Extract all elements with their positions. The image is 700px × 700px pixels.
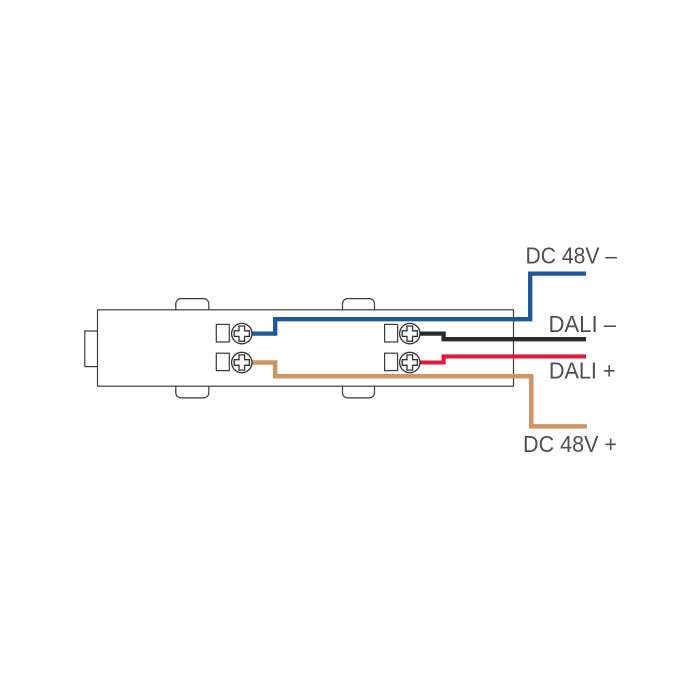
svg-text:DC 48V –: DC 48V –: [526, 242, 618, 268]
svg-text:DALI –: DALI –: [548, 311, 616, 338]
svg-text:DALI +: DALI +: [549, 358, 616, 384]
svg-text:DC 48V +: DC 48V +: [523, 431, 617, 457]
